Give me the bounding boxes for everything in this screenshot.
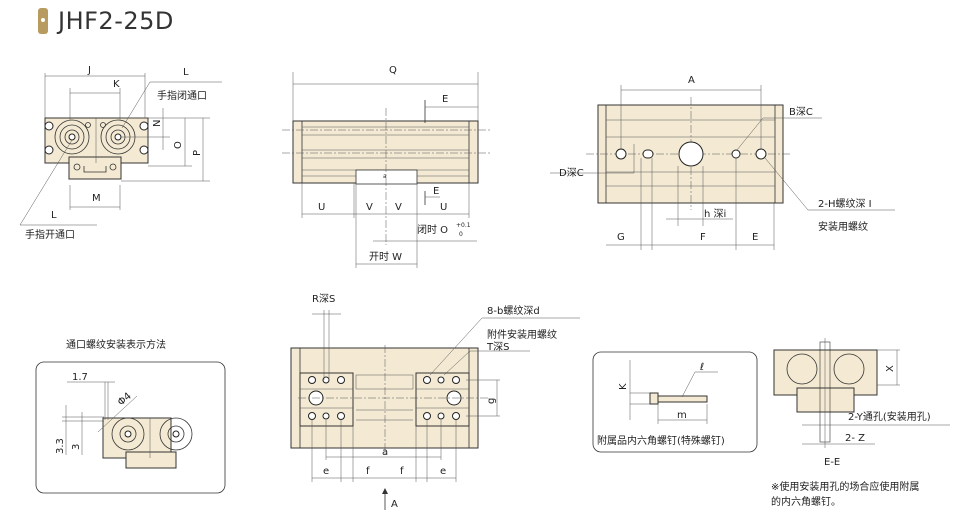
dim-U-right: U <box>440 202 447 213</box>
dim-Q: Q <box>389 65 397 76</box>
D-depth-label: D深C <box>559 167 584 179</box>
dim-V-right: V <box>395 202 402 213</box>
section-E-E: X 2-Y通孔(安装用孔) 2- Z E-E ※使用安装用孔的场合应使用附属 的… <box>771 338 950 508</box>
dim-E: E <box>752 232 758 243</box>
bottom-view: R深S 8-b螺纹深d 附件安装用螺纹 T深S g a e f f e A <box>290 293 580 510</box>
dim-f-right: f <box>400 466 404 477</box>
end-view: J K L 手指闭通口 N O P M L 手指开通口 <box>19 65 222 241</box>
top-view: A B深C D深C 2-H螺纹深 I 安装用螺纹 h 深i G F E <box>550 75 895 250</box>
thread-label: 2-H螺纹深 I <box>818 197 872 210</box>
port-thread-box: 通口螺纹安装表示方法 1.7 Φ4 3.3 3 <box>35 338 226 494</box>
dim-l: ℓ <box>700 362 704 373</box>
tolerance-plus: +0.1 <box>456 222 471 229</box>
port-box-title: 通口螺纹安装表示方法 <box>66 338 166 351</box>
b-thread-label: 8-b螺纹深d <box>487 304 540 317</box>
dim-E-top: E <box>442 94 448 105</box>
dim-m: m <box>677 410 687 421</box>
dim-U-left: U <box>318 202 325 213</box>
section-label: E-E <box>824 457 840 468</box>
mount-thread-label: 安装用螺纹 <box>818 220 868 233</box>
accessory-thread-label: 附件安装用螺纹 <box>487 328 557 341</box>
dim-F: F <box>700 232 706 243</box>
side-view: Q E E a U V V U 闭时 O +0.1 0 开时 W <box>282 65 490 268</box>
dim-P: P <box>192 150 203 156</box>
close-O-label: 闭时 O <box>417 223 448 236</box>
dim-K: K <box>618 383 629 390</box>
dim-L-bottom: L <box>51 210 57 221</box>
Y-hole-label: 2-Y通孔(安装用孔) <box>848 410 931 423</box>
bottom-holes <box>308 376 462 420</box>
screw-caption: 附属品内六角螺钉(特殊螺钉) <box>597 434 725 447</box>
T-depth-label: T深S <box>486 341 509 353</box>
dim-X: X <box>885 365 896 372</box>
dim-a: a <box>383 173 387 180</box>
page-title: JHF2-25D <box>38 6 174 36</box>
dim-N: N <box>152 120 163 127</box>
tolerance-zero: 0 <box>459 231 463 238</box>
dim-Z: 2- Z <box>845 433 865 444</box>
finger-port-left <box>54 119 90 155</box>
dim-V-left: V <box>366 202 373 213</box>
dim-g: g <box>486 398 497 404</box>
view-arrow-A: A <box>391 499 398 510</box>
h-depth-label: h 深i <box>704 208 726 220</box>
dim-a: a <box>382 447 388 458</box>
R-depth-label: R深S <box>312 293 335 305</box>
dim-M: M <box>92 193 101 204</box>
dim-O: O <box>173 141 184 149</box>
note-line-1: ※使用安装用孔的场合应使用附属 <box>771 480 919 493</box>
dim-E-bottom: E <box>433 186 439 197</box>
dim-f-left: f <box>366 466 370 477</box>
B-depth-label: B深C <box>789 106 813 118</box>
title-badge-icon <box>38 8 48 34</box>
open-port-label: 手指开通口 <box>25 228 75 241</box>
dim-A: A <box>688 75 695 86</box>
dim-1-7: 1.7 <box>72 372 88 383</box>
dim-3-3: 3.3 <box>55 438 66 454</box>
model-name: JHF2-25D <box>58 7 174 35</box>
dim-L-top: L <box>183 67 189 78</box>
dim-G: G <box>617 232 625 243</box>
dim-K: K <box>113 79 120 90</box>
dim-e-left: e <box>323 466 329 477</box>
close-port-label: 手指闭通口 <box>157 89 207 102</box>
open-W-label: 开时 W <box>369 251 402 263</box>
dim-J: J <box>87 65 91 76</box>
dim-3: 3 <box>71 444 82 450</box>
dim-e-right: e <box>440 466 446 477</box>
note-line-2: 的内六角螺钉。 <box>771 495 841 508</box>
screw-box: K ℓ m 附属品内六角螺钉(特殊螺钉) <box>592 351 758 453</box>
